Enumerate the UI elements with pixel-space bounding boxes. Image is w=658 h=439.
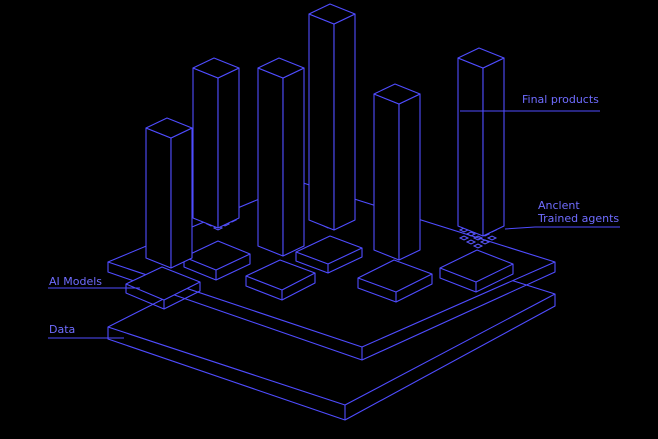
final-product-tower	[257, 57, 305, 257]
data-label: Data	[49, 323, 75, 336]
ai-model-block	[357, 259, 433, 303]
final-product-tower	[373, 83, 421, 261]
ai-model-block	[439, 249, 514, 293]
ai-model-block	[295, 235, 363, 274]
final-product-tower	[308, 3, 356, 231]
ancient-label-line1: Anclent	[538, 199, 580, 212]
ai-model-block	[183, 240, 251, 281]
final-product-tower	[457, 47, 505, 237]
ai-model-block	[245, 259, 316, 301]
final-products-label: Final products	[522, 93, 599, 106]
final-product-tower	[192, 57, 240, 229]
final-product-tower	[145, 117, 193, 269]
ai-model-block	[125, 266, 201, 310]
ancient-leader	[504, 226, 620, 230]
ancient-label-line2: Trained agents	[537, 212, 619, 225]
ai-models-label: AI Models	[49, 275, 102, 288]
